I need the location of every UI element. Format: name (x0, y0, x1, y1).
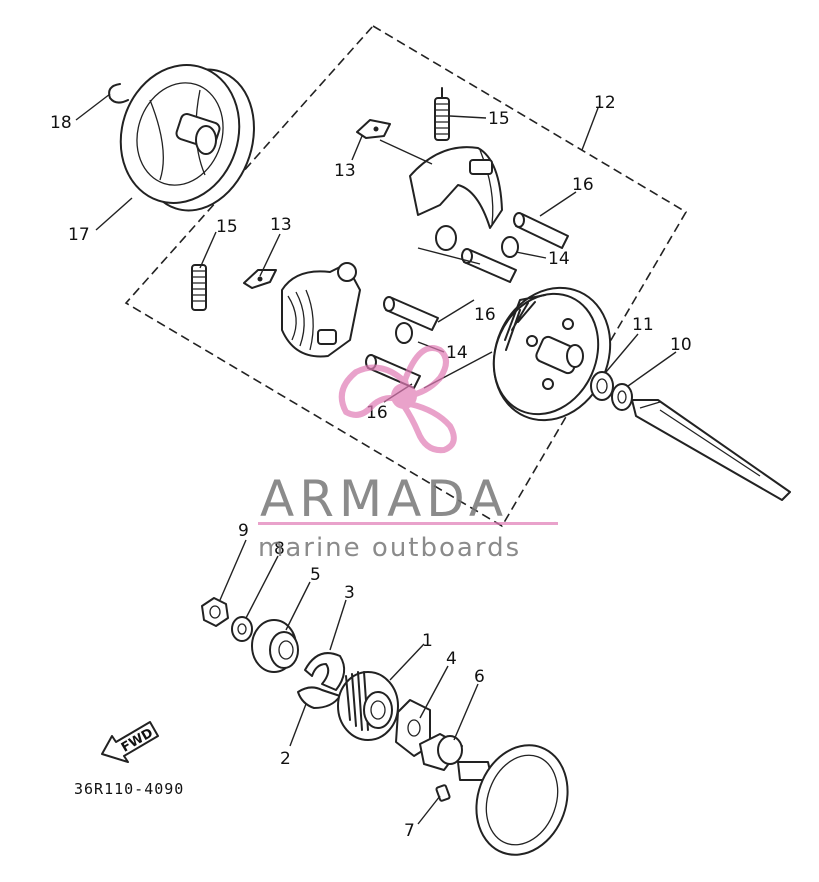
callout-14-upper: 14 (548, 249, 570, 269)
part-9-nut (201, 597, 229, 627)
callout-16-upper: 16 (572, 175, 594, 195)
part-2-half-ring (297, 686, 341, 709)
part-5-hub (251, 619, 299, 673)
part-14-collar-upper (501, 236, 519, 258)
clutch-shoe-upper (409, 146, 503, 251)
callout-5: 5 (310, 565, 321, 585)
drive-disc-large (457, 744, 569, 856)
callout-15-lower: 15 (216, 217, 238, 237)
callout-9: 9 (238, 521, 249, 541)
part-16-pin-a (513, 212, 569, 249)
part-13-clip-upper (356, 119, 391, 139)
part-11-washer (590, 371, 614, 401)
callout-1: 1 (422, 631, 433, 651)
propeller-logo-icon (338, 345, 457, 454)
part-10-washer (611, 383, 633, 411)
fwd-arrow-icon: FWD (101, 721, 159, 763)
watermark-brand: ARMADA (260, 470, 508, 528)
callout-8: 8 (274, 539, 285, 559)
callout-11: 11 (632, 315, 654, 335)
part-6-sleeve (419, 733, 463, 771)
part-13-clip-lower (243, 269, 277, 289)
callout-16-middle: 16 (474, 305, 496, 325)
part-14-collar-lower (395, 322, 413, 344)
callout-4: 4 (446, 649, 457, 669)
leader-lines (75, 93, 677, 825)
assembly-boundary (124, 24, 688, 528)
watermark-tagline: marine outboards (258, 533, 521, 563)
watermark-underline (258, 522, 558, 525)
callout-7: 7 (404, 821, 415, 841)
part-15-spring-lower (191, 264, 207, 311)
callout-17: 17 (68, 225, 90, 245)
gear-disc-assembly (492, 286, 612, 422)
watermark: ARMADA marine outboards (258, 345, 558, 563)
callout-13-upper: 13 (334, 161, 356, 181)
callout-labels: 18 17 15 13 15 13 12 16 14 16 14 16 11 1… (50, 93, 692, 841)
callout-18: 18 (50, 113, 72, 133)
part-3-half-ring (304, 652, 346, 691)
part-8-washer (231, 616, 253, 642)
part-1-clutch-drum (337, 671, 399, 741)
part-16-pin-b (461, 248, 517, 283)
shaft (631, 399, 791, 501)
part-15-spring-upper (434, 87, 450, 141)
part-code: 36R110-4090 (74, 780, 184, 798)
callout-13-lower: 13 (270, 215, 292, 235)
callout-3: 3 (344, 583, 355, 603)
part-17-drum (119, 64, 255, 212)
callout-12: 12 (594, 93, 616, 113)
clutch-shoe-lower (281, 262, 361, 358)
part-16-pin-c (383, 296, 439, 331)
callout-15-upper: 15 (488, 109, 510, 129)
callout-10: 10 (670, 335, 692, 355)
part-18-clip (108, 83, 129, 104)
callout-6: 6 (474, 667, 485, 687)
callout-2: 2 (280, 749, 291, 769)
callout-14-lower: 14 (446, 343, 468, 363)
